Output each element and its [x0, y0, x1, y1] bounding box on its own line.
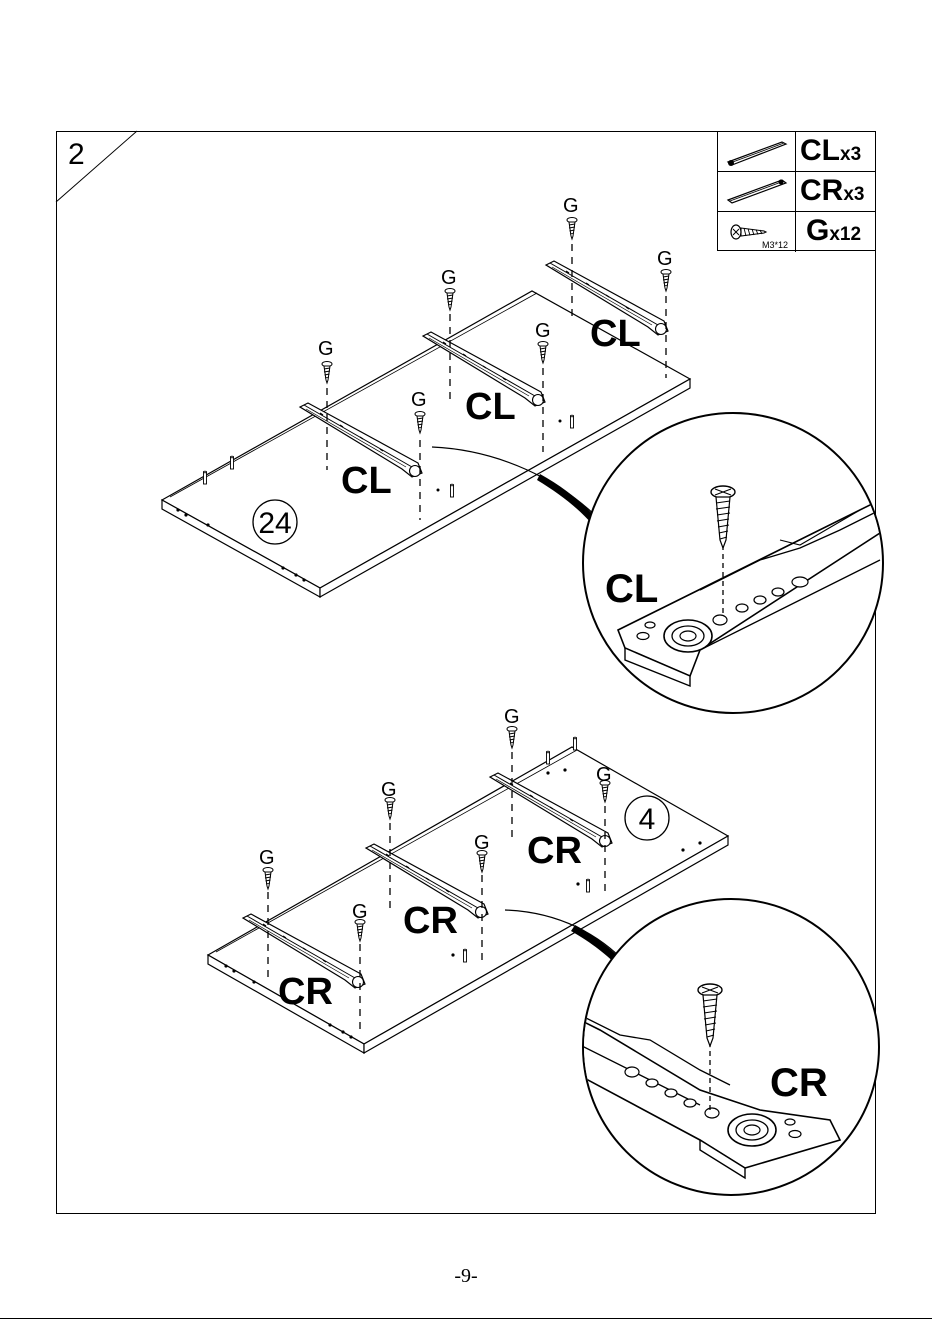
detail-circle-top: CL — [583, 413, 900, 713]
runner-label-cl: CL — [341, 460, 392, 502]
screw-label-g: G — [535, 320, 551, 342]
screw-label-g: G — [318, 338, 334, 360]
detail-label-cr: CR — [770, 1061, 828, 1105]
runner-label-cr: CR — [403, 900, 458, 942]
footer-rule — [0, 1318, 932, 1319]
runner-label-cr: CR — [278, 971, 333, 1013]
part-number-4: 4 — [639, 803, 656, 836]
screw-label-g: G — [381, 779, 397, 801]
screw-label-g: G — [596, 764, 612, 786]
runner-label-cl: CL — [465, 386, 516, 428]
runner-label-cr: CR — [527, 830, 582, 872]
screw-label-g: G — [474, 832, 490, 854]
screw-label-g: G — [352, 901, 368, 923]
page-number: -9- — [0, 1265, 932, 1288]
screw-label-g: G — [441, 267, 457, 289]
screw-label-g: G — [259, 847, 275, 869]
part-number-24: 24 — [258, 507, 291, 540]
detail-circle-bottom: CR — [560, 899, 879, 1195]
screw-label-g: G — [657, 248, 673, 270]
screw-label-g: G — [411, 389, 427, 411]
runner-label-cl: CL — [590, 313, 641, 355]
screw-label-g: G — [504, 706, 520, 728]
detail-label-cl: CL — [605, 567, 658, 611]
screw-label-g: G — [563, 195, 579, 217]
